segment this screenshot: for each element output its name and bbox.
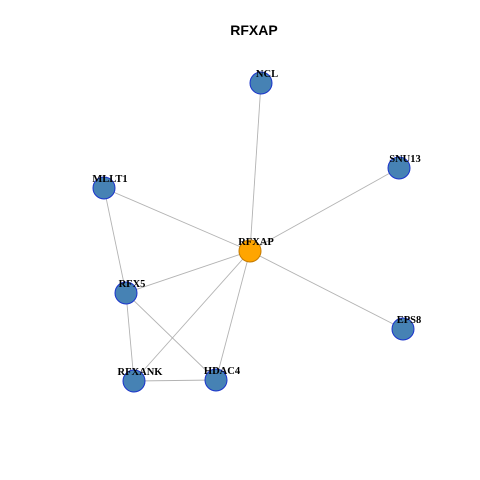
node-mllt1[interactable] [92, 176, 116, 200]
node-label-rfx5: RFX5 [119, 279, 146, 290]
edge-rfxap-mllt1 [103, 187, 251, 252]
node-hdac4[interactable] [204, 368, 228, 392]
node-layer [92, 71, 415, 393]
node-rfxap[interactable] [238, 239, 262, 263]
node-rfxank[interactable] [122, 369, 146, 393]
edge-rfxap-snu13 [249, 167, 400, 252]
edge-rfxap-eps8 [249, 250, 404, 330]
edge-rfx5-hdac4 [125, 292, 217, 381]
node-snu13[interactable] [387, 156, 411, 180]
node-rfx5[interactable] [114, 281, 138, 305]
edge-rfxap-ncl [249, 82, 262, 252]
edge-mllt1-rfx5 [103, 187, 127, 294]
edge-rfx5-rfxank [125, 292, 135, 382]
edge-layer [103, 82, 404, 382]
edge-rfxap-rfxank [133, 250, 251, 382]
node-label-rfxap: RFXAP [238, 237, 274, 248]
edge-rfxank-hdac4 [133, 379, 217, 382]
edge-rfxap-rfx5 [125, 250, 251, 294]
edge-rfxap-hdac4 [215, 250, 251, 381]
node-label-mllt1: MLLT1 [92, 174, 127, 185]
node-label-eps8: EPS8 [397, 315, 422, 326]
node-eps8[interactable] [391, 317, 415, 341]
node-label-rfxank: RFXANK [118, 367, 164, 378]
node-label-hdac4: HDAC4 [204, 366, 241, 377]
node-ncl[interactable] [249, 71, 273, 95]
graph-title: RFXAP [230, 22, 277, 38]
node-label-ncl: NCL [256, 69, 278, 80]
node-label-snu13: SNU13 [389, 154, 421, 165]
